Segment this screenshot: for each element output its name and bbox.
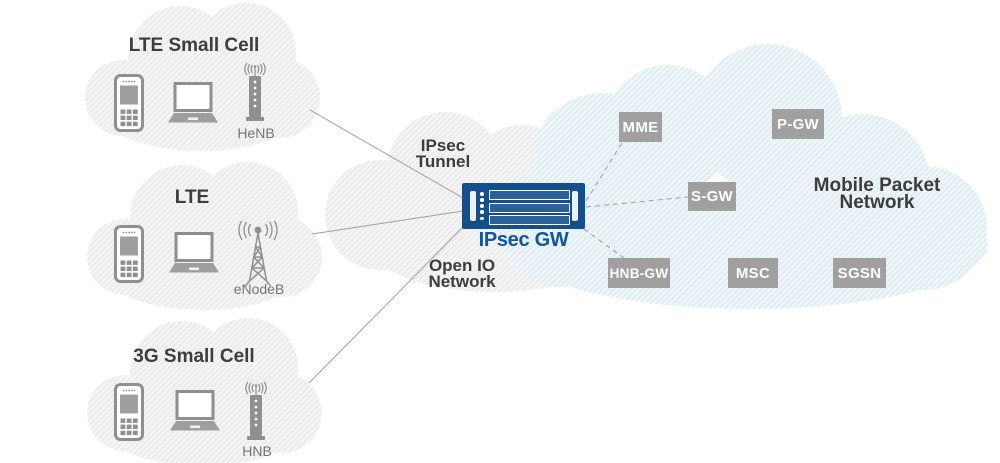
connector-lte-small-cell xyxy=(309,109,464,199)
sgsn-box: SGSN xyxy=(833,258,886,288)
mobile-phone-icon xyxy=(114,383,144,441)
rack-left-rail xyxy=(470,191,476,221)
laptop-icon xyxy=(166,82,220,124)
enodeb-label: eNodeB xyxy=(233,281,285,297)
ipsec-tunnel-line2: Tunnel xyxy=(415,152,471,171)
rack-led-dots xyxy=(480,192,484,220)
core-connectors xyxy=(583,142,689,259)
mme-box: MME xyxy=(619,112,662,142)
msc-box: MSC xyxy=(728,258,778,288)
lte-small-cell-title: LTE Small Cell xyxy=(128,35,260,56)
mobile-packet-line2: Network xyxy=(839,192,915,213)
connector-sgw xyxy=(585,196,689,208)
laptop-icon xyxy=(168,390,222,432)
ipsec-gw-label: IPsec GW xyxy=(478,229,569,251)
mobile-phone-icon xyxy=(114,225,144,283)
sgw-box: S-GW xyxy=(688,182,736,211)
connector-3g-small-cell xyxy=(308,226,464,384)
rack-slots xyxy=(489,190,570,225)
open-io-line2: Network xyxy=(428,272,496,291)
hnb-label: HNB xyxy=(242,443,272,459)
laptop-icon xyxy=(167,232,221,274)
mobile-packet-line1: Mobile Packet xyxy=(813,175,941,196)
3g-small-cell-title: 3G Small Cell xyxy=(133,346,255,367)
ipsec-tunnel-label: IPsec Tunnel xyxy=(393,136,493,171)
ipsec-tunnel-line1: IPsec xyxy=(420,136,466,155)
open-io-network-label: Open IO Network xyxy=(412,256,512,291)
gateway-rack-icon xyxy=(462,183,585,229)
mobile-phone-icon xyxy=(114,74,144,132)
rack-right-rail xyxy=(572,191,578,221)
mobile-packet-network-title: Mobile Packet Network xyxy=(797,175,957,213)
hnbgw-box: HNB-GW xyxy=(608,258,670,288)
henb-label: HeNB xyxy=(237,125,275,141)
access-connectors xyxy=(308,109,464,384)
connector-mme xyxy=(585,142,623,202)
open-io-line1: Open IO xyxy=(428,256,496,275)
connector-lte xyxy=(311,210,464,235)
pgw-box: P-GW xyxy=(772,109,824,139)
lte-title: LTE xyxy=(174,187,210,208)
